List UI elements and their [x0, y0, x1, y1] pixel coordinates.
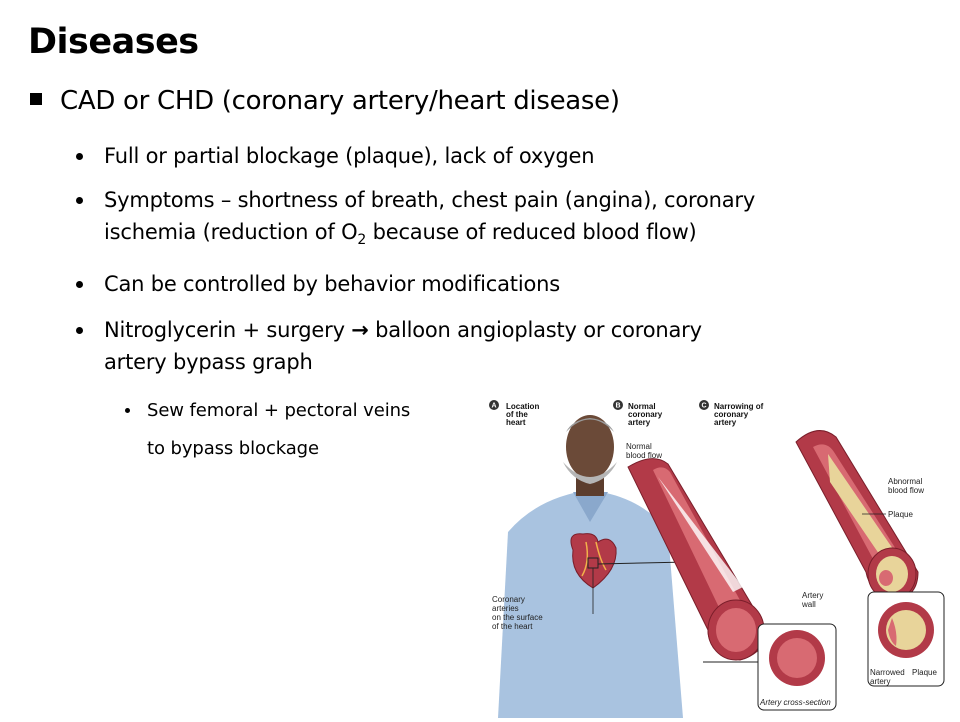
sub-bullet-bypass: Sew femoral + pectoral veins — [124, 398, 411, 424]
bullet-symptoms: Symptoms – shortness of breath, chest pa… — [76, 184, 934, 256]
man-figure — [498, 415, 689, 718]
hair-shape — [566, 418, 614, 432]
plaque-2-label: Plaque — [912, 668, 937, 677]
right-arrow-icon: → — [351, 318, 369, 342]
abnormal-flow-line2: blood flow — [888, 486, 924, 495]
panel-c-line1: Narrowing of — [714, 402, 764, 411]
bullet-symptoms-line2b: because of reduced blood flow) — [366, 220, 697, 244]
cross-section-narrowed — [867, 591, 945, 687]
abnormal-flow-line1: Abnormal — [888, 477, 922, 486]
badge-a: A — [492, 403, 497, 410]
panel-c-line3: artery — [714, 418, 737, 427]
slide-title: Diseases — [28, 22, 199, 62]
square-bullet-icon — [30, 93, 42, 105]
badge-c: C — [702, 403, 707, 410]
bullet-treatment: Nitroglycerin + surgery → balloon angiop… — [76, 314, 934, 378]
coronary-line3: on the surface — [492, 613, 543, 622]
normal-artery — [627, 458, 769, 661]
badge-a-icon — [489, 400, 499, 410]
panel-a-line2: of the — [506, 410, 528, 419]
main-bullet-text: CAD or CHD (coronary artery/heart diseas… — [60, 86, 620, 116]
sub-bullet-bypass-cont: to bypass blockage — [147, 436, 319, 462]
bullet-symptoms-line2a: ischemia (reduction of O — [104, 220, 358, 244]
cross-section-caption: Artery cross-section — [759, 698, 831, 707]
panel-b-line3: artery — [628, 418, 651, 427]
panel-a-line1: Location — [506, 402, 539, 411]
shirt-shape — [498, 490, 683, 718]
bullet-behavior-text: Can be controlled by behavior modificati… — [104, 272, 560, 296]
bullet-treatment-line2: artery bypass graph — [104, 350, 313, 374]
illustration-svg: A Location of the heart B Normal coronar… — [489, 400, 945, 718]
normal-flow-line2: blood flow — [626, 451, 662, 460]
bullet-behavior: Can be controlled by behavior modificati… — [76, 268, 934, 300]
head-shape — [566, 415, 614, 479]
badge-c-icon — [699, 400, 709, 410]
artery-wall-line2: wall — [801, 600, 816, 609]
plaque-label: Plaque — [888, 510, 913, 519]
bullet-blockage: Full or partial blockage (plaque), lack … — [76, 140, 934, 172]
cross-section-normal — [757, 623, 837, 711]
panel-b-line2: coronary — [628, 410, 663, 419]
sub-bullet-line2: to bypass blockage — [147, 438, 319, 459]
sub-bullet-line1: Sew femoral + pectoral veins — [147, 400, 411, 421]
bullet-treatment-line1b: balloon angioplasty or coronary — [368, 318, 702, 342]
coronary-line2: arteries — [492, 604, 519, 613]
narrowed-line1: Narrowed — [870, 668, 905, 677]
coronary-line4: of the heart — [492, 622, 533, 631]
panel-a-line3: heart — [506, 418, 526, 427]
artery-wall-line1: Artery — [802, 591, 823, 600]
heart-artery-illustration: A Location of the heart B Normal coronar… — [478, 392, 956, 718]
badge-b-icon — [613, 400, 623, 410]
bullet-symptoms-line1: Symptoms – shortness of breath, chest pa… — [104, 188, 756, 212]
panel-c-line2: coronary — [714, 410, 749, 419]
main-bullet: CAD or CHD (coronary artery/heart diseas… — [30, 86, 620, 116]
narrowed-artery — [795, 430, 919, 601]
coronary-line1: Coronary — [492, 595, 525, 604]
panel-b-line1: Normal — [628, 402, 656, 411]
narrowed-line2: artery — [870, 677, 890, 686]
bullet-treatment-line1a: Nitroglycerin + surgery — [104, 318, 352, 342]
normal-flow-line1: Normal — [626, 442, 652, 451]
bullet-blockage-text: Full or partial blockage (plaque), lack … — [104, 144, 595, 168]
badge-b: B — [616, 403, 621, 410]
oxygen-subscript: 2 — [357, 232, 367, 249]
